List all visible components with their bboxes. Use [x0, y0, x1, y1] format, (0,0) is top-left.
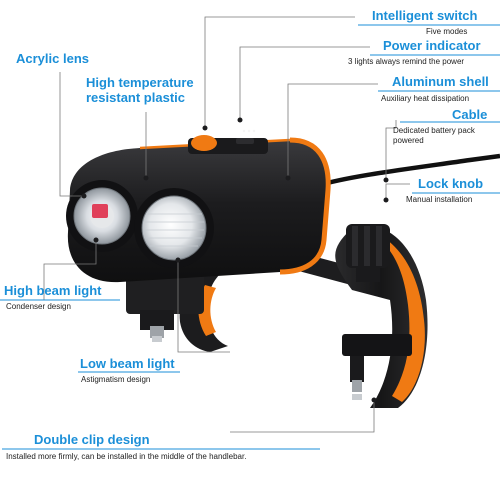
power-indicator-title: Power indicator	[383, 38, 481, 53]
low-beam-title: Low beam light	[80, 356, 175, 371]
lock-knob-sub: Manual installation	[406, 195, 473, 204]
high-beam-title: High beam light	[4, 283, 102, 298]
cable-title: Cable	[452, 107, 488, 122]
lock-knob-part	[346, 224, 390, 282]
high-temp-plastic-title: High temperature resistant plastic	[86, 75, 194, 105]
high-beam-sub: Condenser design	[6, 302, 71, 311]
intelligent-switch-title: Intelligent switch	[372, 8, 478, 23]
aluminum-shell-sub: Auxiliary heat dissipation	[381, 94, 470, 103]
power-indicator-sub: 3 lights always remind the power	[348, 57, 465, 66]
callout-underlines	[0, 24, 500, 450]
acrylic-lens-title: Acrylic lens	[16, 51, 89, 66]
cable-sub: Dedicated battery pack powered	[393, 126, 475, 145]
lock-knob-title: Lock knob	[418, 176, 484, 191]
low-beam-lens-part	[134, 188, 214, 268]
callout-leader-lines	[43, 16, 410, 433]
callout-markers	[81, 117, 389, 403]
intelligent-switch-sub: Five modes	[426, 27, 468, 36]
double-clip-title: Double clip design	[34, 432, 150, 447]
aluminum-shell-title: Aluminum shell	[392, 74, 489, 89]
low-beam-sub: Astigmatism design	[81, 375, 151, 384]
light-mount-bracket	[126, 270, 204, 342]
double-clip-sub: Installed more firmly, can be installed …	[6, 452, 247, 461]
high-beam-lens-part	[66, 180, 138, 252]
